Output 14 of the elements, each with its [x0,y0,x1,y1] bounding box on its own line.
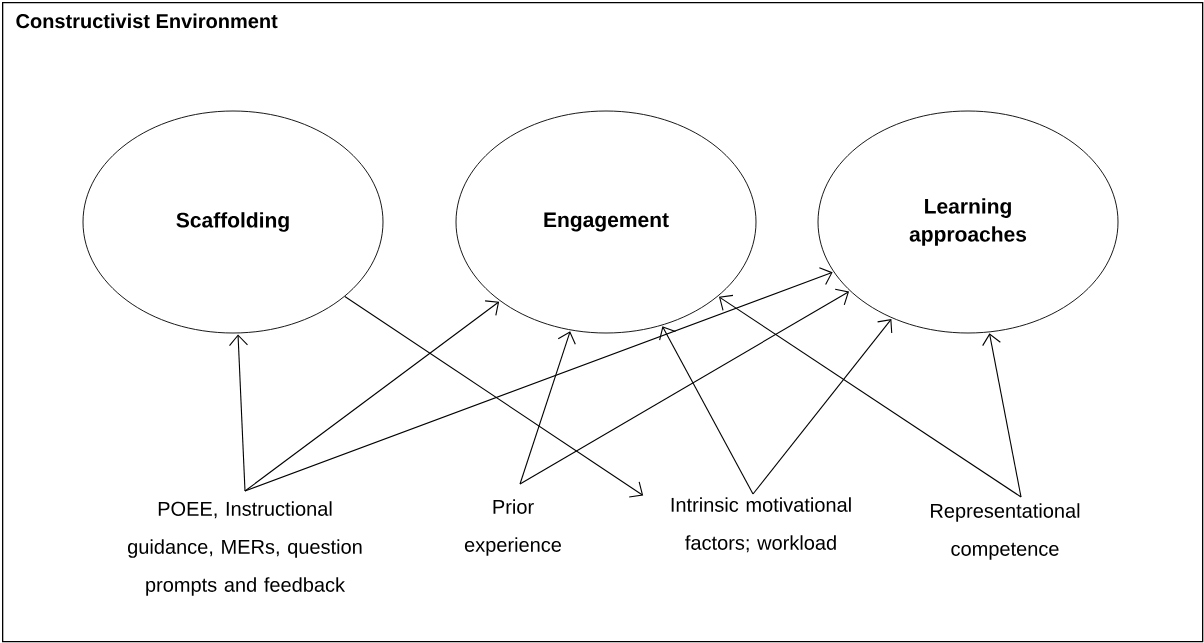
factor-text: Intrinsic motivational factors; workload [671,497,851,553]
arrow [344,296,644,498]
arrow [228,334,249,492]
arrow [244,300,500,492]
arrow [519,288,850,485]
arrow [982,333,1022,498]
arrow [659,326,754,495]
factor-text: Prior experience [464,499,561,556]
arrow [519,331,576,485]
arrow [244,267,833,492]
factor-text: Representational competence [931,503,1080,560]
arrow [718,294,1022,498]
arrow [752,318,893,495]
factor-text: POEE, Instructional guidance, MERs, question prompts and feedback [128,501,362,596]
